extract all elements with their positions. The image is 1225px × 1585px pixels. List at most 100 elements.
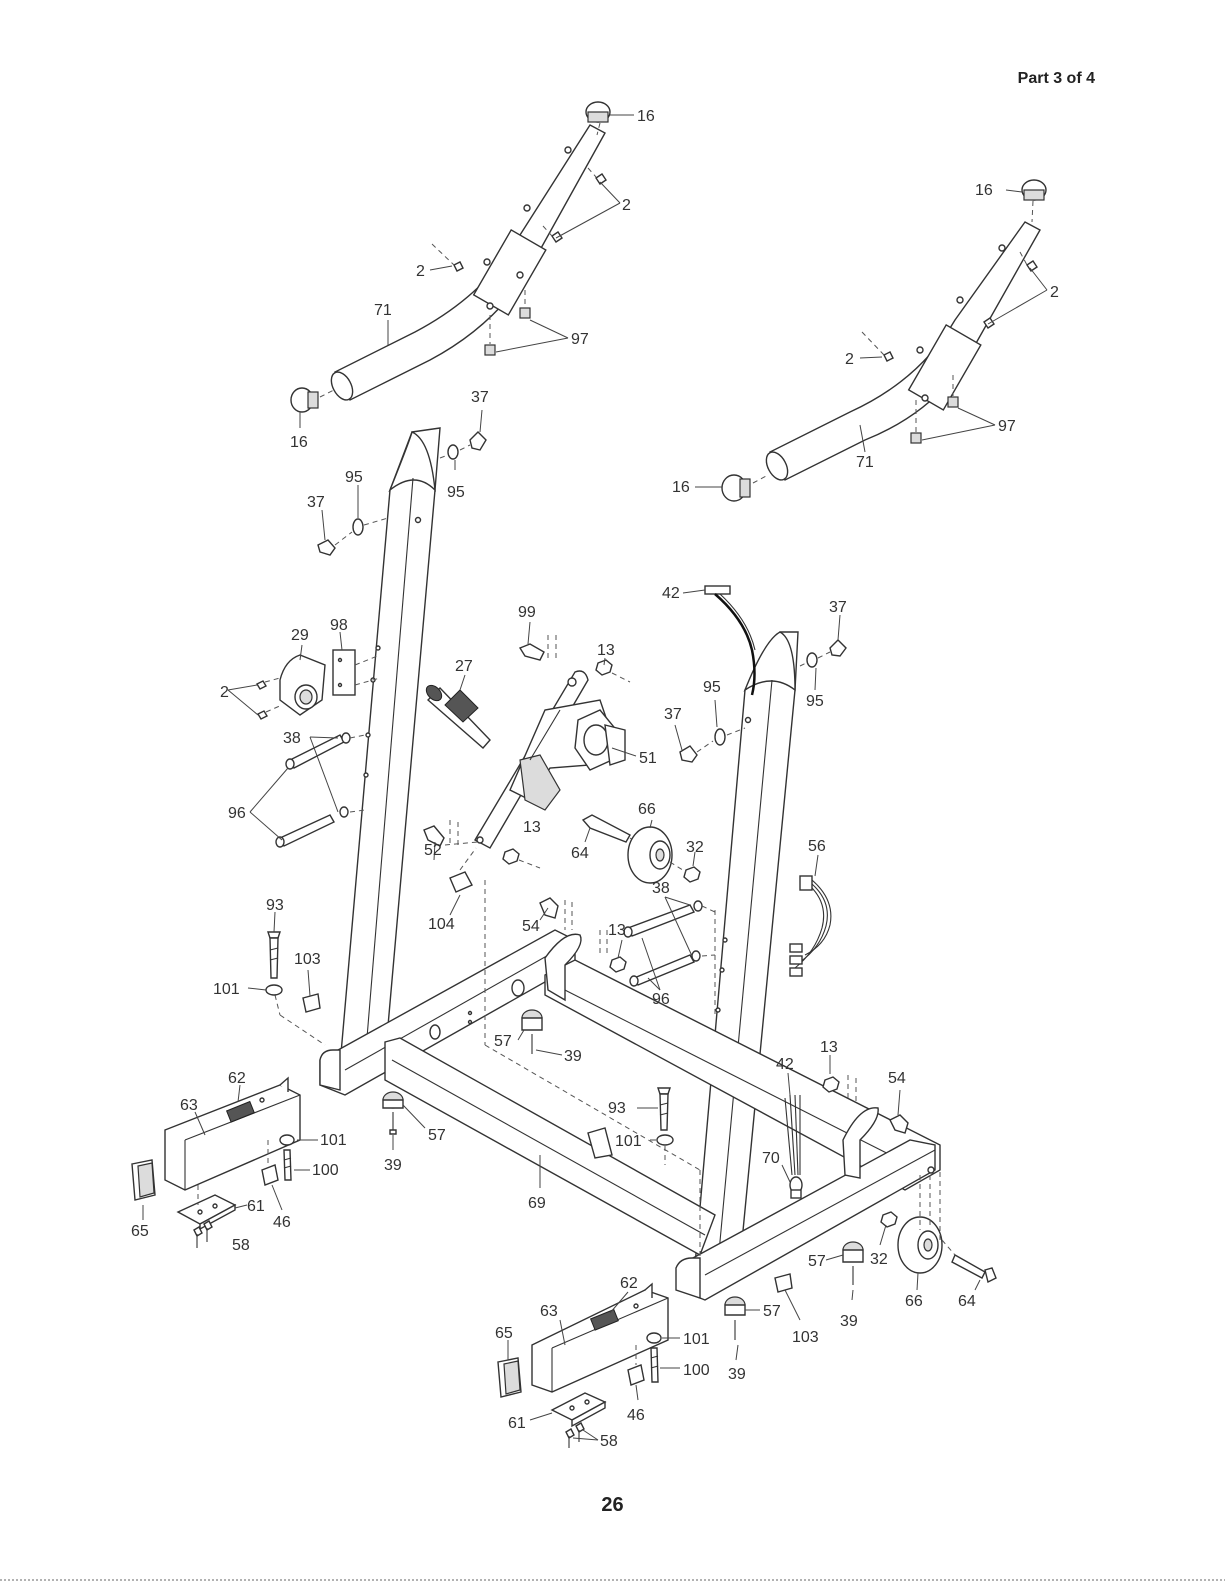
callout-104: 104 [428,916,455,933]
callout-16: 16 [975,182,993,199]
callout-2: 2 [845,351,854,368]
callout-96: 96 [228,805,246,822]
callout-64: 64 [958,1293,976,1310]
callout-37: 37 [664,706,682,723]
nut-32-lower [881,1212,897,1227]
callout-38: 38 [652,880,670,897]
callout-95: 95 [703,679,721,696]
callout-101: 101 [615,1133,642,1150]
callout-97: 97 [571,331,589,348]
callout-64: 64 [571,845,589,862]
screw-2-pair-bracket [257,678,282,719]
callout-39: 39 [384,1157,402,1174]
callout-70: 70 [762,1150,780,1167]
callout-57: 57 [763,1303,781,1320]
wheel-66-lower [898,1217,942,1273]
callout-95: 95 [447,484,465,501]
callout-46: 46 [273,1214,291,1231]
callout-32: 32 [686,839,704,856]
callout-51: 51 [639,750,657,767]
callout-2: 2 [622,197,631,214]
callout-56: 56 [808,838,826,855]
bolts-96-38-left [276,733,365,847]
foot-57-39-center [522,1010,542,1054]
callout-16: 16 [290,434,308,451]
right-upright [695,632,798,1265]
callout-100: 100 [683,1362,710,1379]
callout-37: 37 [829,599,847,616]
nut-13-upper [596,660,630,682]
callout-37: 37 [471,389,489,406]
rod-27 [423,682,490,748]
callout-66: 66 [905,1293,923,1310]
callout-42: 42 [776,1056,794,1073]
callout-96: 96 [652,991,670,1008]
end-cap-16-top-left [586,102,610,122]
callout-16: 16 [637,108,655,125]
callout-61: 61 [247,1198,265,1215]
right-handlebar-71 [762,222,1040,483]
end-cap-65-right [498,1358,521,1397]
nut-13-mid [503,849,540,868]
callout-93: 93 [608,1100,626,1117]
wheel-66-upper [628,827,672,883]
end-cap-16-bottom-right [722,475,750,501]
callout-65: 65 [495,1325,513,1342]
left-handlebar-71 [327,125,605,403]
clip-103-right [775,1274,792,1292]
callout-13: 13 [608,922,626,939]
foot-57-39-right-front [725,1297,745,1340]
screws-58-right [566,1423,584,1448]
callout-32: 32 [870,1251,888,1268]
left-foot-assembly [165,1078,300,1190]
callout-39: 39 [728,1366,746,1383]
end-cap-16-bottom-left [291,388,318,412]
callout-61: 61 [508,1415,526,1432]
callout-2: 2 [220,684,229,701]
clip-104 [450,848,476,892]
bolt-64-lower [952,1255,996,1282]
callout-46: 46 [627,1407,645,1424]
end-cap-16-top-right [1022,180,1046,200]
callout-62: 62 [620,1275,638,1292]
callout-97: 97 [998,418,1016,435]
page-number: 26 [0,1494,1225,1517]
callout-16: 16 [672,479,690,496]
callout-57: 57 [808,1253,826,1270]
callout-95: 95 [345,469,363,486]
callout-66: 66 [638,801,656,818]
callout-101: 101 [683,1331,710,1348]
cable-56 [790,876,831,976]
callout-54: 54 [888,1070,906,1087]
callout-103: 103 [792,1329,819,1346]
callout-103: 103 [294,951,321,968]
pad-61-right [552,1393,605,1426]
clip-103-left [303,994,320,1012]
callout-93: 93 [266,897,284,914]
callout-13: 13 [597,642,615,659]
bolt-54-upper [540,898,572,930]
callout-2: 2 [416,263,425,280]
callout-13: 13 [820,1039,838,1056]
callout-101: 101 [320,1132,347,1149]
callout-99: 99 [518,604,536,621]
callout-29: 29 [291,627,309,644]
foot-57-39-left [383,1092,403,1134]
callout-27: 27 [455,658,473,675]
callout-52: 52 [424,842,442,859]
foot-57-39-right-rear [843,1242,863,1285]
callout-62: 62 [228,1070,246,1087]
screw-93-washer-101-top [266,932,282,995]
callout-71: 71 [374,302,392,319]
callout-42: 42 [662,585,680,602]
callout-69: 69 [528,1195,546,1212]
callout-57: 57 [428,1127,446,1144]
callout-58: 58 [600,1433,618,1450]
callout-57: 57 [494,1033,512,1050]
callout-13: 13 [523,819,541,836]
callout-95: 95 [806,693,824,710]
callout-63: 63 [180,1097,198,1114]
callout-65: 65 [131,1223,149,1240]
callout-39: 39 [840,1313,858,1330]
